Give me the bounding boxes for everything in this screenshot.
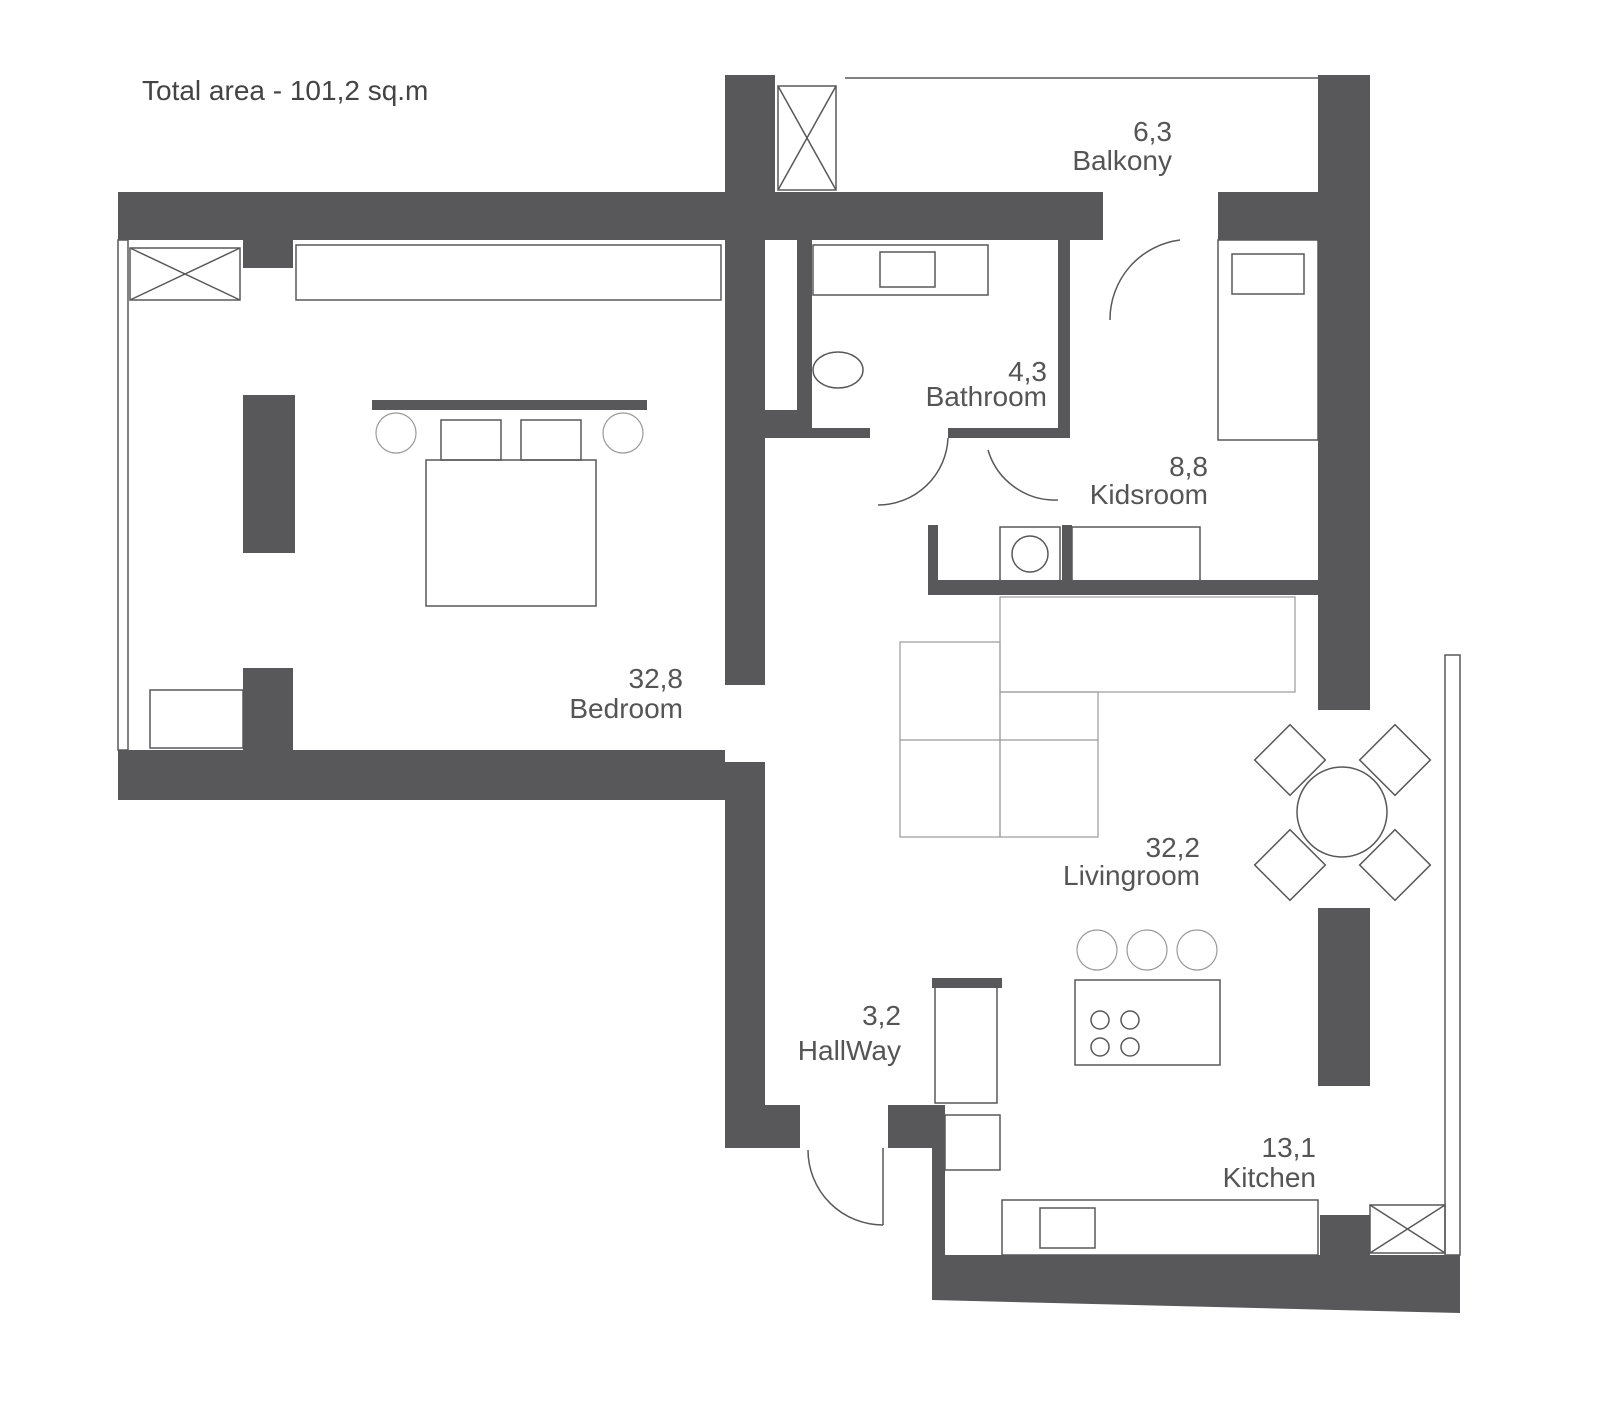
room-livingroom: 32,2 Livingroom (1063, 832, 1200, 891)
living-furniture (899, 596, 1432, 1066)
room-balkony: 6,3 Balkony (1072, 116, 1172, 176)
windows-and-fixtures (117, 77, 1461, 1256)
room-kidsroom: 8,8 Kidsroom (1090, 451, 1208, 510)
area-label: 32,8 (629, 663, 684, 694)
room-name: Kitchen (1223, 1162, 1316, 1193)
area-label: 4,3 (1008, 356, 1047, 387)
area-label: 6,3 (1133, 116, 1172, 147)
area-label: 8,8 (1169, 451, 1208, 482)
room-name: HallWay (798, 1035, 901, 1066)
walls (118, 75, 1460, 1313)
area-label: 32,2 (1146, 832, 1201, 863)
area-label: 13,1 (1262, 1132, 1317, 1163)
area-label: 3,2 (862, 1000, 901, 1031)
room-kitchen: 13,1 Kitchen (1223, 1132, 1316, 1193)
room-bathroom: 4,3 Bathroom (926, 356, 1047, 412)
total-area-title: Total area - 101,2 sq.m (142, 75, 428, 106)
room-name: Kidsroom (1090, 479, 1208, 510)
room-name: Livingroom (1063, 860, 1200, 891)
room-name: Bedroom (569, 693, 683, 724)
room-bedroom: 32,8 Bedroom (569, 663, 683, 724)
room-name: Bathroom (926, 381, 1047, 412)
room-name: Balkony (1072, 145, 1172, 176)
room-hallway: 3,2 HallWay (798, 1000, 901, 1066)
